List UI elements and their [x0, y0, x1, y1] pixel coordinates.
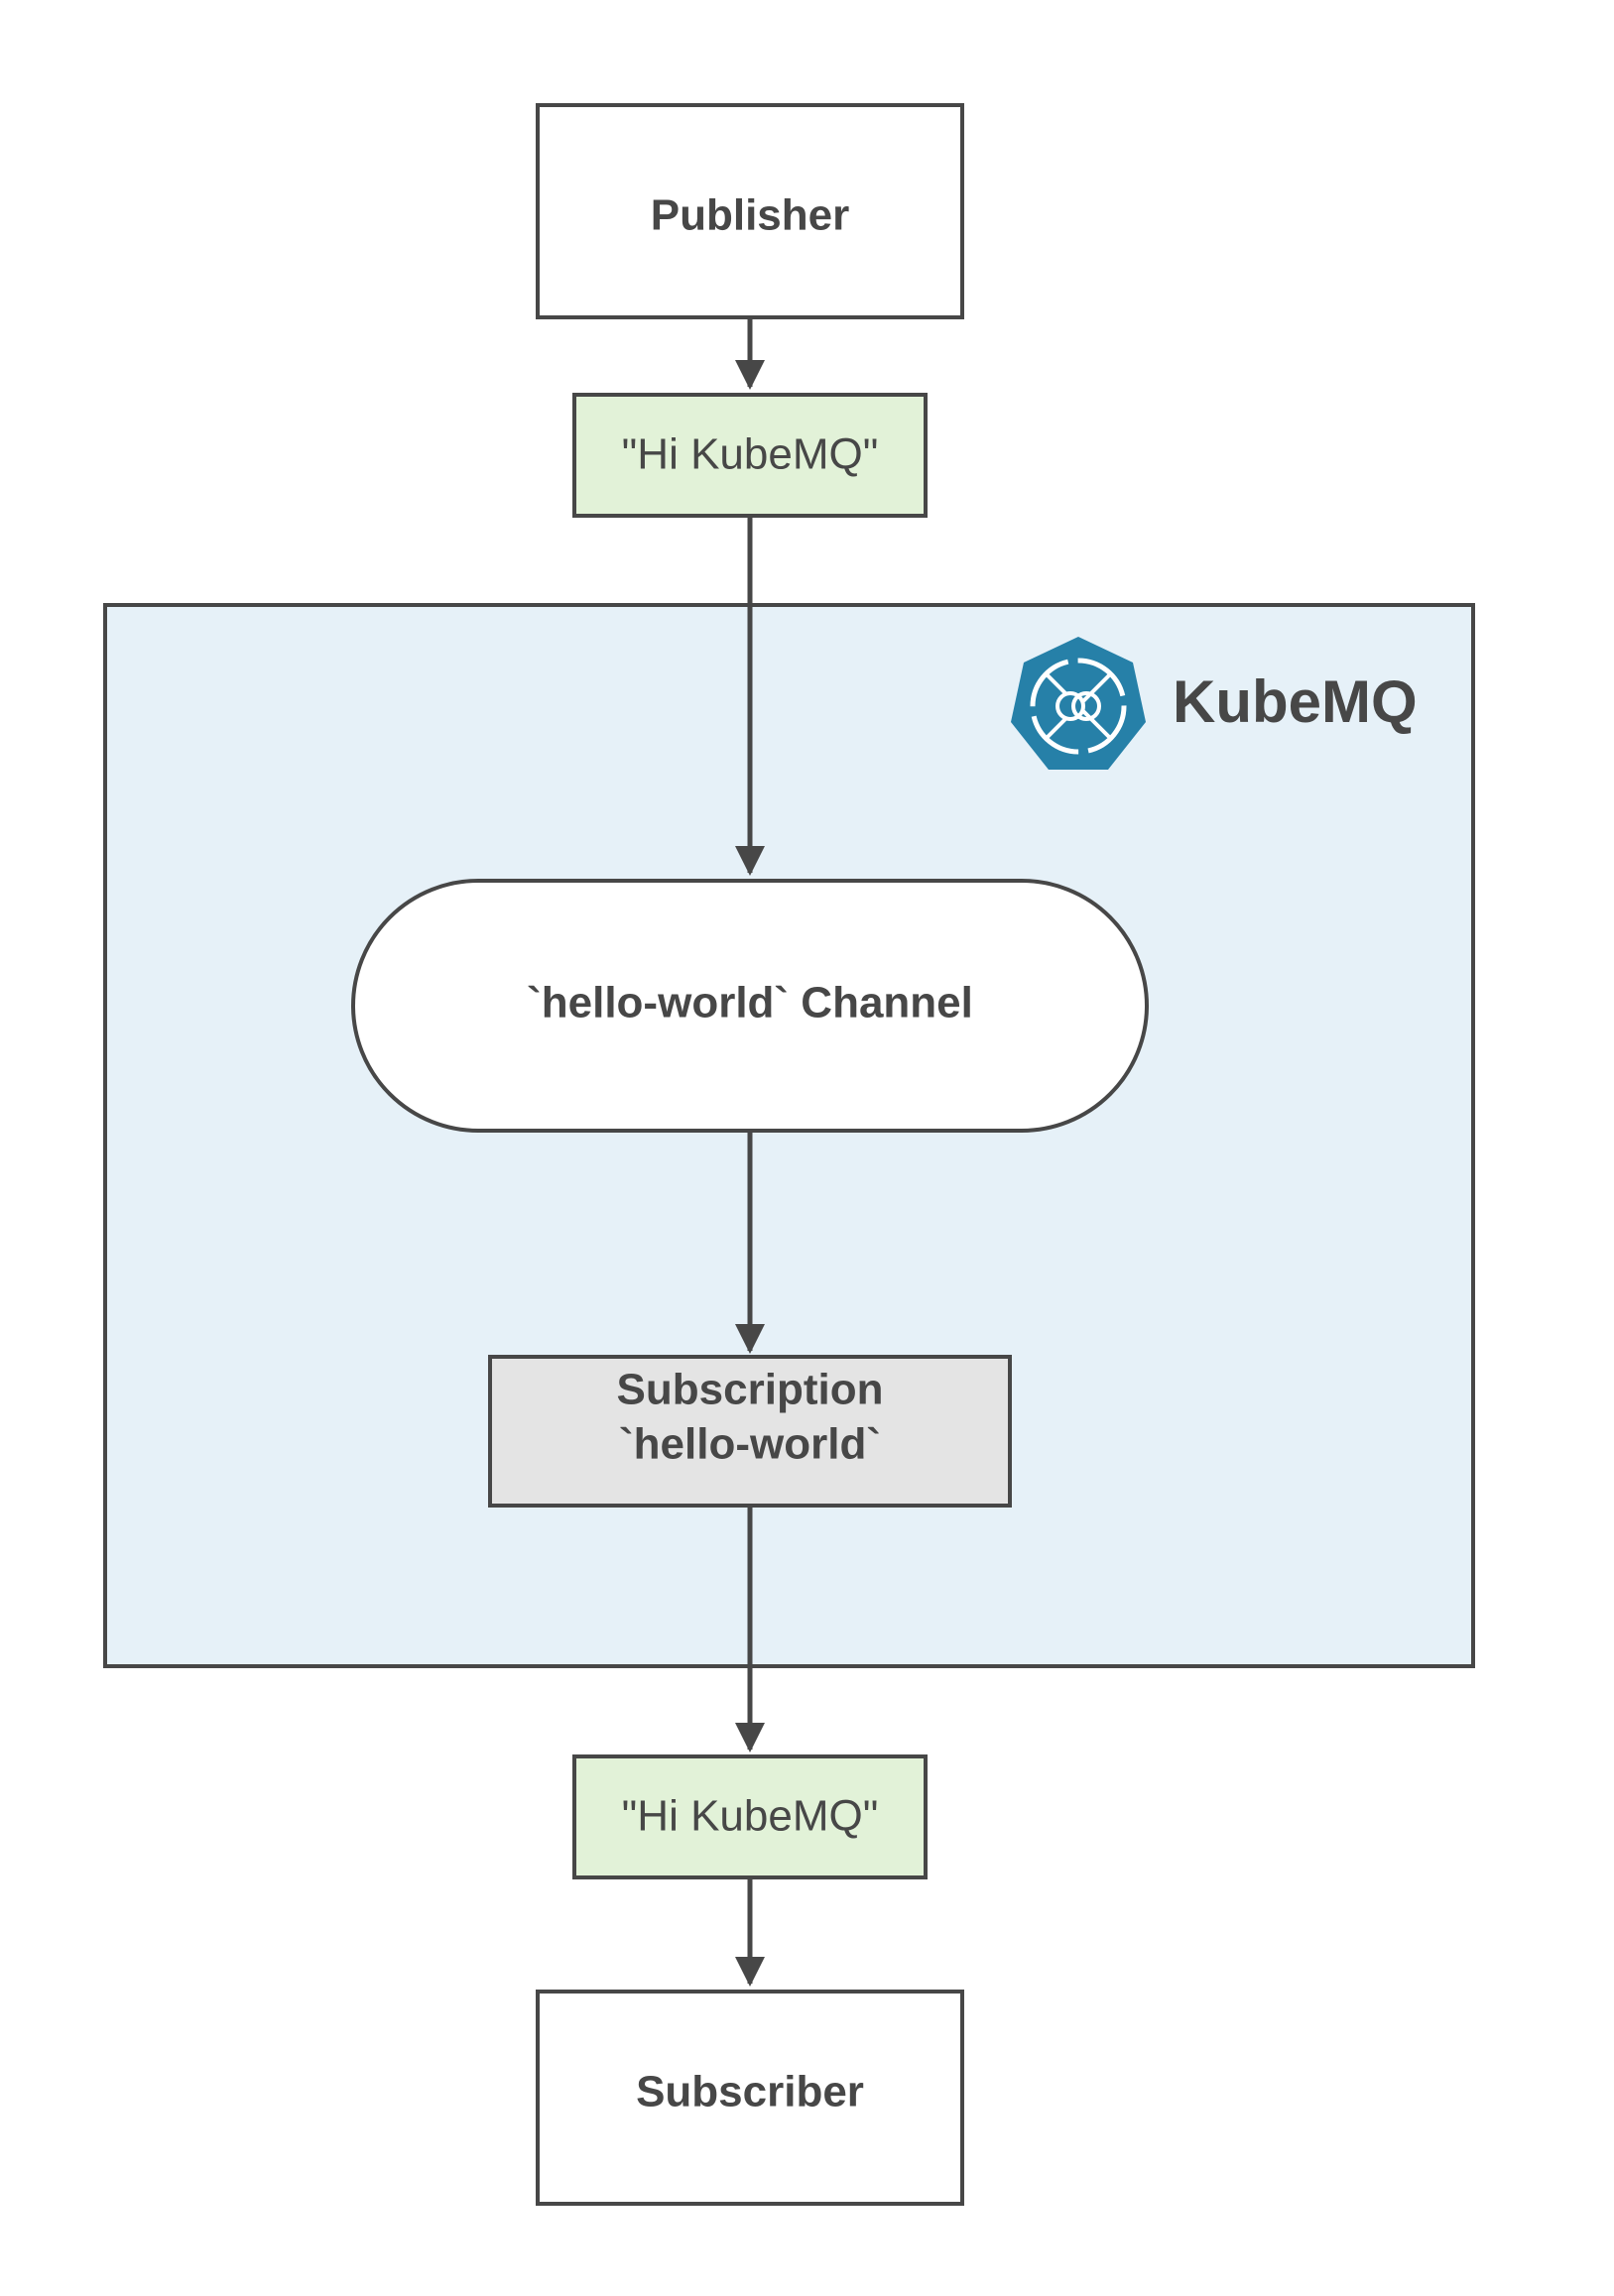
publisher-node: Publisher [536, 103, 964, 319]
kubemq-brand: KubeMQ [1011, 637, 1418, 770]
channel-label: `hello-world` Channel [527, 979, 973, 1027]
subscriber-node: Subscriber [536, 1990, 964, 2206]
message-out-node: "Hi KubeMQ" [572, 1754, 928, 1879]
kubemq-logo-icon [1011, 637, 1146, 770]
publisher-label: Publisher [651, 191, 850, 240]
subscription-label-line2: `hello-world` [619, 1420, 881, 1469]
message-in-label: "Hi KubeMQ" [622, 430, 879, 479]
subscription-label-line1: Subscription [617, 1366, 884, 1414]
subscription-node: Subscription `hello-world` [488, 1355, 1012, 1508]
message-out-label: "Hi KubeMQ" [622, 1792, 879, 1841]
channel-node: `hello-world` Channel [351, 879, 1149, 1133]
message-in-node: "Hi KubeMQ" [572, 393, 928, 518]
subscriber-label: Subscriber [636, 2068, 864, 2116]
kubemq-title: KubeMQ [1173, 668, 1418, 735]
